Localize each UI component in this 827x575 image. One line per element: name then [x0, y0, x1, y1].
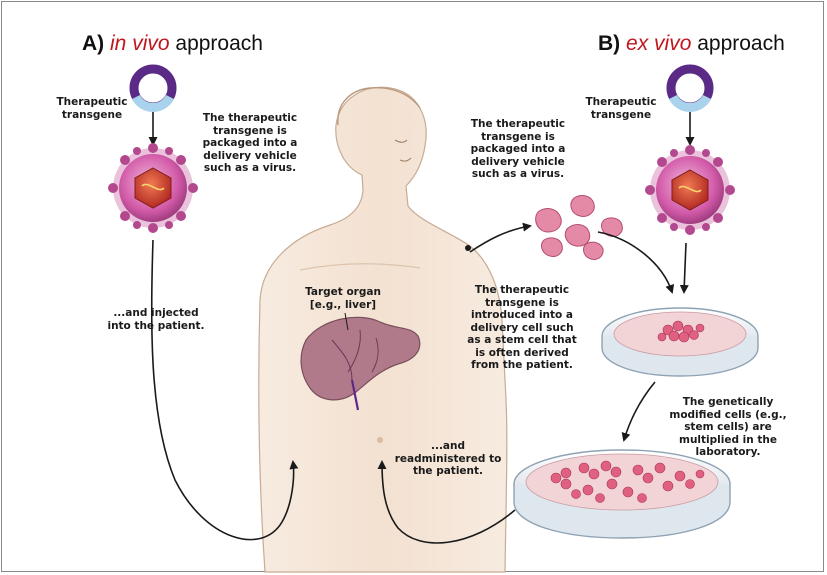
arrow-cells-to-dish [598, 232, 672, 292]
harvest-site-dot [465, 245, 471, 251]
virus-icon-a [108, 143, 198, 233]
heading-ex-vivo: B) ex vivo approach [598, 32, 785, 56]
panel-a-latin: in vivo [110, 32, 170, 55]
label-packaging-a: The therapeutic transgene is packaged in… [194, 112, 306, 175]
panel-a-approach: approach [175, 32, 263, 55]
panel-a-letter: A) [82, 32, 104, 55]
petri-dish-large [514, 450, 730, 538]
heading-in-vivo: A) in vivo approach [82, 32, 263, 56]
plasmid-icon-b [671, 69, 709, 108]
label-transgene-a: Therapeutic transgene [52, 96, 132, 121]
label-target-organ: Target organ [e.g., liver] [298, 286, 388, 311]
label-readminister: ...and readministered to the patient. [386, 440, 510, 478]
panel-b-letter: B) [598, 32, 620, 55]
panel-b-approach: approach [697, 32, 785, 55]
arrow-virus-to-dish [684, 243, 686, 292]
plasmid-icon-a [134, 69, 172, 108]
label-injection: ...and injected into the patient. [106, 307, 206, 332]
arrow-to-harvested-cells [470, 226, 530, 252]
label-delivery-cell: The therapeutic transgene is introduced … [464, 284, 580, 372]
petri-dish-small [602, 308, 758, 376]
label-multiply: The genetically modified cells (e.g., st… [662, 396, 794, 459]
label-packaging-b: The therapeutic transgene is packaged in… [464, 118, 572, 181]
virus-icon-b [645, 145, 735, 235]
arrow-to-expansion-dish [624, 382, 655, 440]
panel-b-latin: ex vivo [626, 32, 691, 55]
harvested-cells [536, 196, 623, 260]
label-transgene-b: Therapeutic transgene [582, 96, 660, 121]
